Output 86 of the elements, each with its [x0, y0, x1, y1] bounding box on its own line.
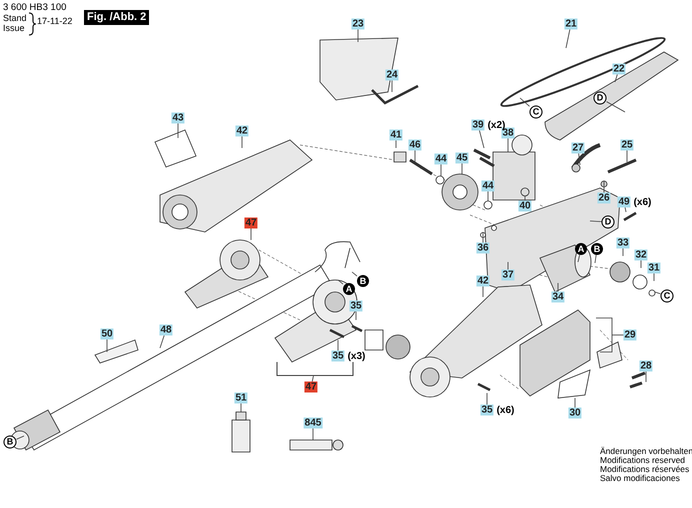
callout-number: 35: [331, 350, 345, 362]
leader-line: [16, 436, 24, 440]
callout-number: 42: [235, 126, 249, 136]
callout-number: 39: [471, 120, 485, 130]
callout-number: 29: [623, 330, 637, 340]
leader-line: [640, 260, 642, 268]
callout-number: 38: [501, 128, 515, 138]
leader-line: [486, 392, 488, 405]
leader-line: [352, 272, 358, 276]
leader-line: [578, 153, 580, 166]
callout-number: 45: [455, 152, 469, 164]
callout-number: 34: [551, 292, 565, 302]
callout-number: 30: [568, 408, 582, 418]
part-number: 3 600 HB3 100: [3, 3, 66, 13]
callout-number: 44: [481, 180, 495, 192]
callout-number: 32: [634, 250, 648, 260]
note-text: Salvo modificaciones: [600, 473, 680, 483]
leader-line: [482, 286, 484, 298]
callout-number: 46: [408, 140, 422, 150]
quantity-label: (x6): [496, 404, 514, 416]
leader-line: [624, 207, 626, 212]
reference-marker: C: [530, 106, 542, 118]
callout-number: 51: [234, 392, 248, 404]
callout-number: 25: [620, 140, 634, 150]
leader-line: [626, 150, 628, 162]
callout-number: 27: [571, 142, 585, 154]
callout-number: 23: [351, 18, 365, 30]
callout-number: 35: [480, 404, 494, 416]
leader-line: [590, 220, 602, 222]
leader-line: [520, 98, 530, 107]
callout-number: 26: [597, 192, 611, 204]
callout-number: 24: [385, 70, 399, 80]
callout-number: 40: [518, 200, 532, 212]
date-text: 17-11-22: [37, 16, 72, 26]
note-text: Modifications réservées: [600, 464, 690, 474]
leader-line: [612, 334, 624, 336]
leader-line: [160, 335, 165, 348]
callout-number: 43: [171, 112, 185, 124]
callout-number: 48: [159, 324, 173, 336]
note-text: Modifications reserved: [600, 455, 686, 465]
leader-line: [578, 254, 580, 262]
callout-number: 42: [476, 276, 490, 286]
header-label: Stand: [3, 13, 27, 23]
callout-number: 845: [304, 418, 322, 428]
callout-number: 22: [612, 64, 626, 74]
header-label: Issue: [3, 23, 25, 33]
bracket: [276, 362, 354, 376]
leader-line: [574, 398, 576, 408]
callout-number: 33: [616, 238, 630, 248]
quantity-label: (x2): [488, 120, 506, 130]
leader-line: [250, 228, 252, 240]
leader-line: [654, 292, 661, 294]
callout-number: 31: [647, 262, 661, 274]
leader-line: [479, 130, 484, 148]
leader-line: [606, 101, 626, 112]
leader-line: [240, 403, 242, 412]
callout-number: 41: [389, 130, 403, 140]
callout-number: 47: [304, 382, 318, 392]
callout-number: 28: [639, 360, 653, 372]
quantity-label: (x6): [634, 196, 652, 208]
leader-line: [566, 29, 570, 48]
callout-number: 47: [244, 218, 258, 228]
reference-marker: B: [591, 243, 603, 255]
figure-title: Fig. /Abb. 2: [84, 10, 150, 25]
callout-number: 44: [434, 154, 448, 164]
callout-number: 49: [617, 196, 631, 208]
callout-number: 36: [476, 242, 490, 254]
leader-line: [312, 376, 314, 382]
leader-line: [614, 74, 618, 82]
reference-marker: B: [357, 275, 369, 287]
reference-marker: B: [4, 436, 16, 448]
callout-number: 37: [501, 270, 515, 280]
callout-number: 35: [349, 300, 363, 312]
leader-line: [594, 254, 597, 264]
callout-number: 21: [564, 18, 578, 30]
quantity-label: (x3): [348, 350, 366, 362]
reference-marker: C: [660, 290, 674, 302]
leader-line: [482, 232, 484, 243]
leader-line: [338, 280, 344, 284]
leader-line: [440, 164, 442, 176]
leader-line: [622, 248, 624, 256]
leader-line: [106, 339, 108, 352]
callout-number: 50: [100, 328, 114, 340]
leader-line: [524, 196, 526, 201]
leader-line: [414, 150, 416, 162]
leader-line: [312, 428, 314, 440]
